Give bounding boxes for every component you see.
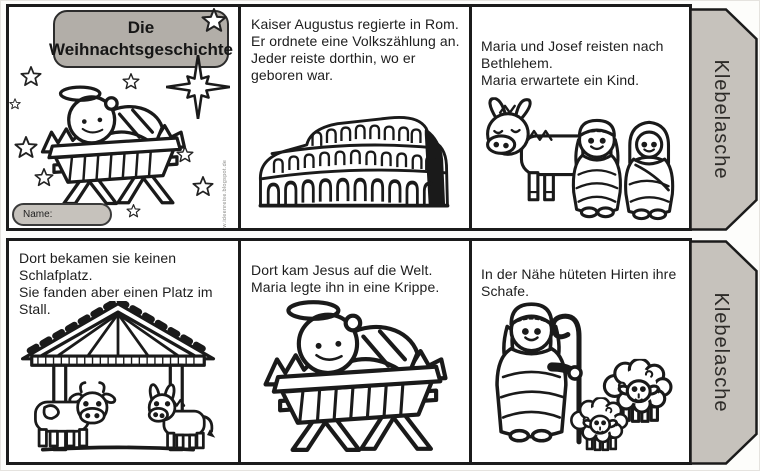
story-sentence: Jeder reiste dorthin, wo er geboren war. (251, 50, 416, 84)
title-line-1: Die (127, 17, 155, 37)
donkey-maria-josef-illustration (475, 97, 683, 228)
star-icon (14, 136, 38, 158)
glue-tab-label: Klebelasche (710, 60, 732, 180)
star-icon (34, 168, 54, 187)
title-panel: Die Weihnachtsgeschichte Name: www.ideen… (9, 7, 238, 228)
glue-tab-top: Klebelasche (689, 8, 758, 231)
story-sentence: Sie fanden aber einen Platz im Stall. (19, 284, 213, 318)
watermark: www.ideenreise.blogspot.de (222, 159, 228, 228)
panel-no-room-stable: Dort bekamen sie keinen Schlafplatz. Sie… (9, 241, 238, 462)
name-field: Name: (12, 203, 112, 226)
title-line-2: Weihnachtsgeschichte (49, 40, 233, 59)
card-row-bottom: Dort bekamen sie keinen Schlafplatz. Sie… (6, 238, 692, 465)
card-row-top: Die Weihnachtsgeschichte Name: www.ideen… (6, 4, 692, 231)
panel-journey-bethlehem: Maria und Josef reisten nach Bethlehem. … (469, 7, 689, 228)
star-icon (9, 98, 21, 110)
star-icon (122, 73, 140, 90)
story-text: Kaiser Augustus regierte in Rom. Er ordn… (241, 7, 469, 84)
story-sentence: Maria legte ihn in eine Krippe. (251, 279, 440, 296)
stable-with-cow-and-donkey-illustration (17, 301, 219, 457)
glue-tab-bottom: Klebelasche (689, 240, 758, 465)
panel-jesus-born: Dort kam Jesus auf die Welt. Maria legte… (238, 241, 469, 462)
story-sentence: Kaiser Augustus regierte in Rom. (251, 16, 459, 32)
story-text: Dort bekamen sie keinen Schlafplatz. Sie… (9, 241, 238, 318)
baby-in-manger-illustration (251, 297, 459, 453)
sparkle-star-icon (166, 55, 230, 119)
panel-augustus-rome: Kaiser Augustus regierte in Rom. Er ordn… (238, 7, 469, 228)
story-sentence: In der Nähe hüteten Hirten ihre Schafe. (481, 266, 677, 300)
star-icon (20, 66, 42, 87)
shepherd-with-sheep-illustration (478, 288, 682, 460)
name-label: Name: (23, 209, 53, 220)
colosseum-illustration (247, 111, 459, 227)
glue-tab-label: Klebelasche (710, 293, 732, 413)
story-sentence: Er ordnete eine Volkszählung an. (251, 33, 460, 50)
title-box: Die Weihnachtsgeschichte (49, 10, 233, 68)
star-icon (192, 176, 214, 197)
star-icon (126, 204, 141, 218)
story-sentence: Dort kam Jesus auf die Welt. (251, 262, 433, 278)
story-sentence: Maria erwartete ein Kind. (481, 72, 640, 89)
star-icon (176, 146, 194, 163)
story-text: In der Nähe hüteten Hirten ihre Schafe. (472, 241, 689, 300)
story-sentence: Dort bekamen sie keinen Schlafplatz. (19, 250, 177, 284)
story-text: Maria und Josef reisten nach Bethlehem. … (472, 7, 689, 89)
panel-shepherds: In der Nähe hüteten Hirten ihre Schafe. (469, 241, 689, 462)
story-sentence: Maria und Josef reisten nach Bethlehem. (481, 38, 664, 72)
star-icon (201, 8, 227, 32)
story-text: Dort kam Jesus auf die Welt. Maria legte… (241, 241, 469, 296)
